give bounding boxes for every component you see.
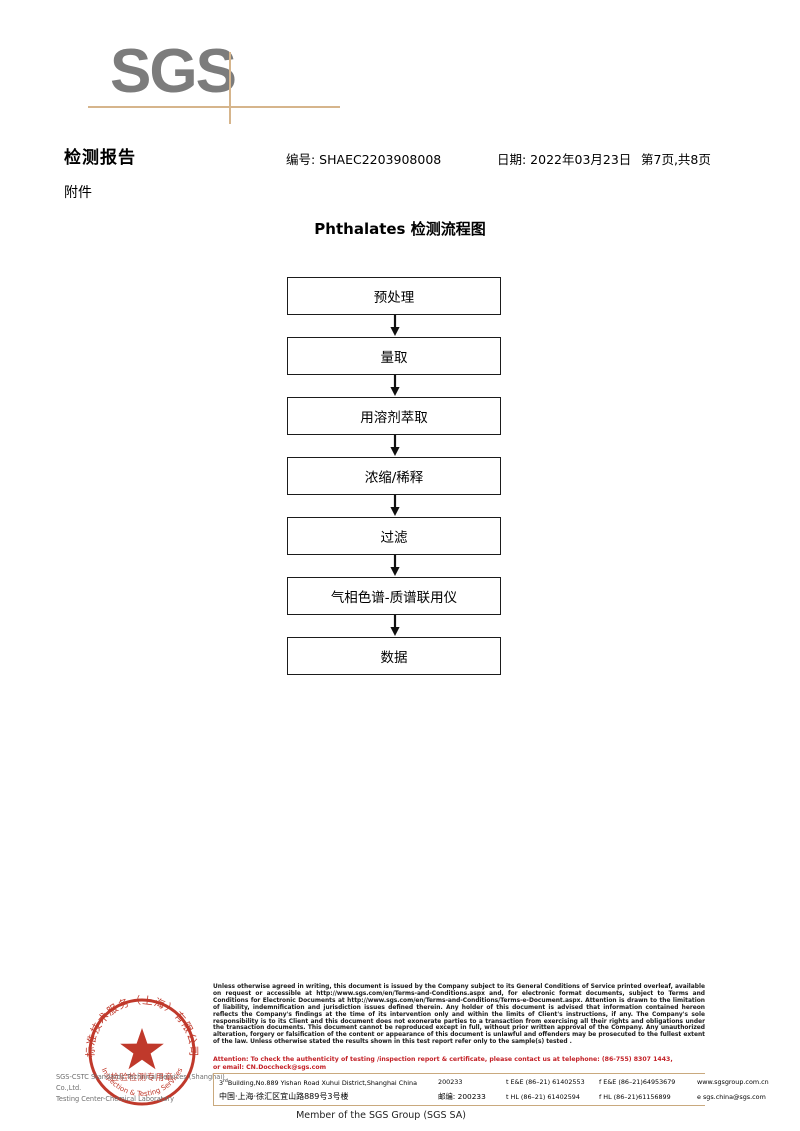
svg-text:检验检测专用章: 检验检测专用章	[110, 1072, 173, 1083]
seal-overlay-line1: SGS-CSTC Standards Technical Services (S…	[56, 1073, 225, 1092]
logo-rule-vertical	[229, 52, 231, 124]
page-title: 检测报告	[64, 148, 136, 168]
flowchart: 预处理 量取 用溶剂萃取 浓缩/稀释 过滤 气相色谱-质谱联用仪 数据	[287, 277, 503, 675]
flow-step-box: 气相色谱-质谱联用仪	[287, 577, 501, 615]
telephone-hl: t HL (86–21) 61402594	[506, 1093, 580, 1101]
legal-terms-text: Unless otherwise agreed in writing, this…	[213, 984, 705, 1046]
fax-hl: f HL (86–21)61156899	[599, 1093, 671, 1101]
website-link[interactable]: www.sgsgroup.com.cn	[697, 1078, 769, 1086]
attachment-label: 附件	[64, 185, 92, 201]
flow-arrow-down-icon	[287, 615, 503, 637]
address-chinese: 中国·上海·徐汇区宜山路889号3号楼	[219, 1092, 349, 1101]
sgs-group-member-note: Member of the SGS Group (SGS SA)	[296, 1110, 466, 1121]
telephone-ee: t E&E (86–21) 61402553	[506, 1078, 585, 1086]
flow-arrow-down-icon	[287, 555, 503, 577]
attention-line-1: Attention: To check the authenticity of …	[213, 1056, 673, 1063]
footer-row-en: 3rdBuilding,No.889 Yishan Road Xuhui Dis…	[219, 1075, 769, 1090]
logo-rule-horizontal	[88, 106, 340, 108]
address-english: 3rdBuilding,No.889 Yishan Road Xuhui Dis…	[219, 1075, 434, 1090]
postcode-chinese: 邮编: 200233	[438, 1092, 486, 1101]
address-number: 3	[219, 1079, 224, 1088]
footer-rule-left	[213, 1073, 214, 1106]
flow-arrow-down-icon	[287, 495, 503, 517]
flow-arrow-down-icon	[287, 315, 503, 337]
postcode-english: 200233	[438, 1078, 463, 1086]
page-indicator: 第7页,共8页	[641, 152, 711, 167]
footer-rule-bottom	[213, 1105, 705, 1106]
flow-step-box: 用溶剂萃取	[287, 397, 501, 435]
sgs-logo-text: SGS	[110, 37, 237, 106]
report-number: 编号: SHAEC2203908008	[286, 152, 442, 167]
footer-rule-top	[213, 1073, 705, 1074]
attention-notice: Attention: To check the authenticity of …	[213, 1056, 705, 1072]
flow-arrow-down-icon	[287, 375, 503, 397]
address-rest: Building,No.889 Yishan Road Xuhui Distri…	[227, 1079, 417, 1088]
flow-step-box: 过滤	[287, 517, 501, 555]
document-header: 检测报告 附件 编号: SHAEC2203908008 日期: 2022年03月…	[0, 140, 800, 201]
seal-overlay-line2: Testing Center-Chemical Laboratory	[56, 1095, 175, 1103]
flow-step-box: 数据	[287, 637, 501, 675]
email-link[interactable]: e sgs.china@sgs.com	[697, 1093, 766, 1101]
attention-line-2: or email: CN.Doccheck@sgs.com	[213, 1064, 327, 1072]
report-date: 日期: 2022年03月23日	[497, 152, 632, 167]
footer-row-cn: 中国·上海·徐汇区宜山路889号3号楼 邮编: 200233 t HL (86–…	[219, 1090, 766, 1105]
fax-ee: f E&E (86–21)64953679	[599, 1078, 676, 1086]
company-seal-stamp: 标准技术服务（上海）有限公司 Inspection & Testing Serv…	[56, 988, 225, 1116]
address-ordinal: rd	[223, 1079, 228, 1084]
flowchart-title: Phthalates 检测流程图	[314, 220, 486, 238]
flow-step-box: 量取	[287, 337, 501, 375]
seal-overlay-text: SGS-CSTC Standards Technical Services (S…	[56, 1072, 246, 1105]
flow-step-box: 预处理	[287, 277, 501, 315]
sgs-logo: SGS	[88, 37, 350, 124]
flow-arrow-down-icon	[287, 435, 503, 457]
footer-contact-block: 3rdBuilding,No.889 Yishan Road Xuhui Dis…	[219, 1075, 769, 1105]
flow-step-box: 浓缩/稀释	[287, 457, 501, 495]
